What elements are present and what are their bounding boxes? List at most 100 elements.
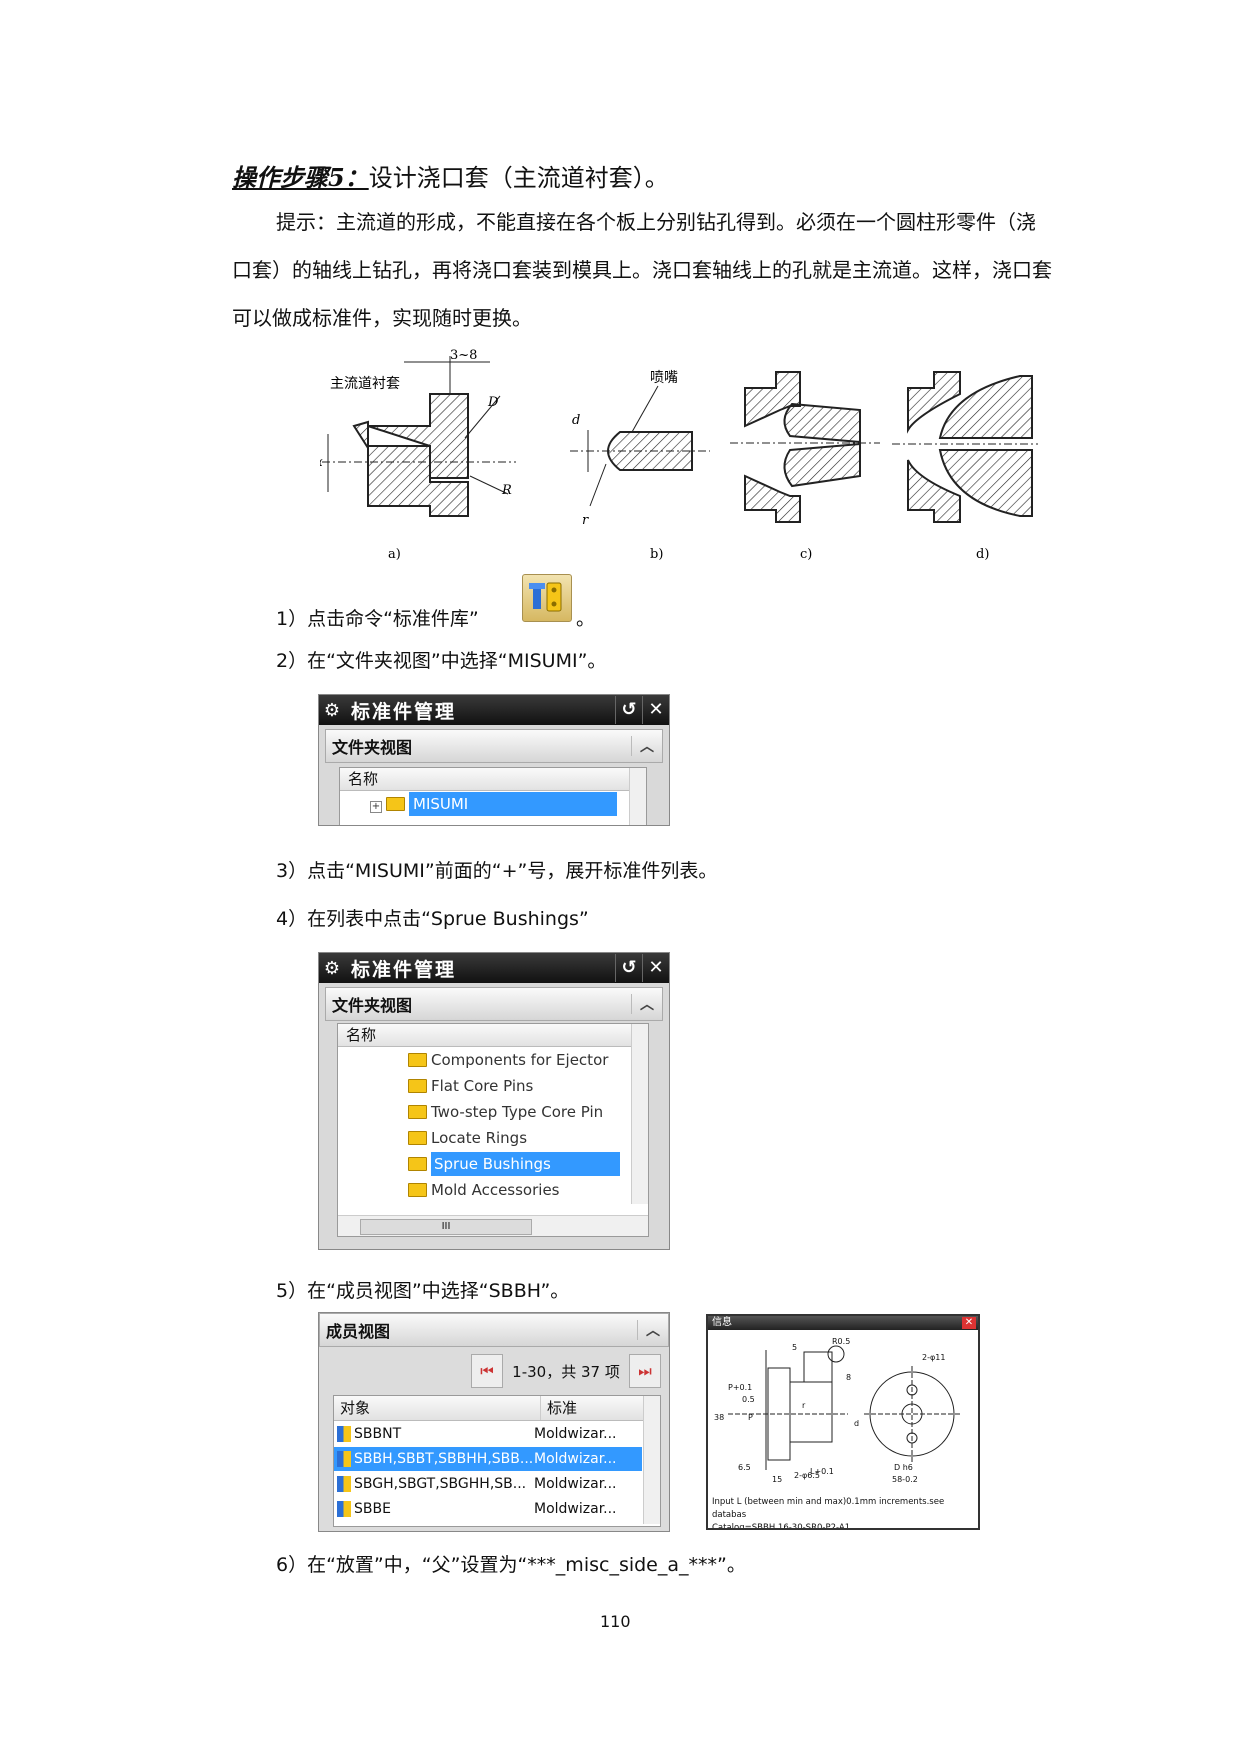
chevron-up-icon[interactable]: ︿ [631, 994, 662, 1014]
dim-label: 58-0.2 [892, 1475, 918, 1484]
caption-c: c) [800, 547, 812, 562]
tree-item-label: Components for Ejector [431, 1051, 609, 1069]
object-cell: SBBE [354, 1501, 391, 1517]
info-window: 信息 ✕ R0.5 5 2-φ11 P+0.1 0.5 38 P r 8 [706, 1314, 980, 1530]
object-cell: SBBH,SBBT,SBBHH,SBB... [354, 1451, 534, 1467]
scroll-thumb[interactable]: III [360, 1219, 532, 1235]
tree-item-sprue-bushings[interactable]: Sprue Bushings [408, 1152, 620, 1176]
dim-label: R0.5 [832, 1337, 850, 1346]
first-page-icon[interactable]: ⏮ [471, 1354, 503, 1388]
standard-cell: Moldwizar... [534, 1451, 617, 1467]
standard-library-icon[interactable] [522, 574, 572, 622]
bushing-flange-bottom [367, 445, 469, 517]
member-table: 对象 标准 SBBNT Moldwizar... SBBH,SBBT,SBBHH… [333, 1395, 661, 1527]
folder-icon [408, 1104, 427, 1119]
gear-icon[interactable]: ⚙ [323, 957, 341, 979]
c-nozzle-bottom [783, 442, 861, 488]
folder-view-label: 文件夹视图 [332, 738, 413, 757]
step-6: 6）在“放置”中，“父”设置为“***_misc_side_a_***”。 [276, 1554, 746, 1576]
vertical-scrollbar[interactable] [643, 1396, 660, 1524]
part-icon [337, 1426, 351, 1442]
reset-icon[interactable]: ↺ [615, 954, 642, 982]
table-row-selected[interactable]: SBBH,SBBT,SBBHH,SBB... Moldwizar... [334, 1447, 642, 1471]
dim-label: 2-φ6.5 [794, 1471, 820, 1480]
table-row[interactable]: SBGH,SBGT,SBGHH,SB... Moldwizar... [334, 1472, 642, 1496]
caption-b: b) [650, 547, 663, 562]
table-row[interactable]: SBBNT Moldwizar... [334, 1422, 642, 1446]
folder-icon [408, 1078, 427, 1093]
tree-item[interactable]: Locate Rings [408, 1126, 527, 1150]
part-icon [337, 1451, 351, 1467]
d-nozzle-bottom [938, 449, 1033, 517]
panel1-titlebar: ⚙ 标准件管理 ↺ ✕ [319, 695, 669, 725]
dim-label: 6.5 [738, 1463, 751, 1472]
info-line-1: Input L (between min and max)0.1mm incre… [712, 1497, 945, 1520]
table-row[interactable]: SBBE Moldwizar... [334, 1497, 642, 1521]
horizontal-scrollbar[interactable]: III [338, 1215, 648, 1236]
d-label: d [572, 413, 580, 428]
close-icon[interactable]: ✕ [642, 696, 669, 724]
step-1-end: 。 [576, 608, 596, 630]
member-view-label: 成员视图 [326, 1322, 391, 1341]
dim-label: r [802, 1401, 806, 1410]
standard-part-manager-panel-1: ⚙ 标准件管理 ↺ ✕ 文件夹视图 ︿ 名称 +MISUMI [318, 694, 670, 826]
step-4: 4）在列表中点击“Sprue Bushings” [276, 908, 589, 930]
step-2: 2）在“文件夹视图”中选择“MISUMI”。 [276, 650, 607, 672]
gear-icon[interactable]: ⚙ [323, 699, 341, 721]
member-view-header[interactable]: 成员视图 ︿ [319, 1313, 669, 1347]
folder-icon [408, 1130, 427, 1145]
name-column-header: 名称 [338, 1024, 648, 1047]
standard-cell: Moldwizar... [534, 1476, 617, 1492]
folder-icon [408, 1182, 427, 1197]
step-1: 1）点击命令“标准件库” [276, 604, 479, 631]
dim-label: P+0.1 [728, 1383, 752, 1392]
sprue-bushing-figure: 3~8 主流道衬套 D α R a) 喷嘴 d r b) c) d) [320, 348, 1038, 562]
tree-item-label: Locate Rings [431, 1129, 528, 1147]
tree-row-misumi[interactable]: + MISUMI [370, 792, 630, 816]
close-icon[interactable]: ✕ [642, 954, 669, 982]
hint-paragraph: 提示：主流道的形成，不能直接在各个板上分别钻孔得到。必须在一个圆柱形零件（浇口套… [232, 210, 1052, 330]
tree-item[interactable]: Components for Ejector [408, 1048, 608, 1072]
d-nozzle-top [938, 375, 1033, 439]
dim-label: d [854, 1419, 859, 1428]
dim-label: L+0.1 [810, 1467, 834, 1476]
vertical-scrollbar[interactable] [631, 1024, 648, 1204]
chevron-up-icon[interactable]: ︿ [637, 1320, 668, 1340]
bushing-end-top [352, 420, 369, 452]
reset-icon[interactable]: ↺ [615, 696, 642, 724]
object-cell: SBGH,SBGT,SBGHH,SB... [354, 1476, 527, 1492]
dim-label: D h6 [894, 1463, 913, 1472]
tree-item-label: Two-step Type Core Pin [431, 1103, 604, 1121]
standard-cell: Moldwizar... [534, 1501, 617, 1517]
step-5: 5）在“成员视图”中选择“SBBH”。 [276, 1280, 570, 1302]
object-column-header: 对象 [334, 1396, 541, 1420]
bushing-label: 主流道衬套 [330, 376, 400, 392]
scrollbar[interactable] [629, 768, 646, 825]
folder-view-header[interactable]: 文件夹视图 ︿ [325, 987, 663, 1021]
last-page-icon[interactable]: ⏭ [629, 1354, 661, 1388]
expand-plus-icon[interactable]: + [370, 801, 382, 813]
dim-label: 8 [846, 1373, 851, 1382]
dim-label: 38 [714, 1413, 724, 1422]
pager-text: 1-30，共 37 项 [512, 1362, 620, 1381]
tree-item[interactable]: Two-step Type Core Pin [408, 1100, 603, 1124]
folder-tree: 名称 Components for Ejector Flat Core Pins… [337, 1023, 649, 1237]
page-number: 110 [600, 1612, 631, 1631]
part-icon [337, 1476, 351, 1492]
dim-label: 2-φ11 [922, 1353, 945, 1362]
folder-icon [386, 796, 405, 811]
close-icon[interactable]: ✕ [962, 1317, 976, 1329]
tree-item[interactable]: Mold Accessories [408, 1178, 559, 1202]
folder-tree: 名称 +MISUMI [339, 767, 647, 825]
folder-view-label: 文件夹视图 [332, 996, 413, 1015]
misumi-item[interactable]: MISUMI [409, 792, 617, 816]
tree-item-label: Sprue Bushings [431, 1152, 620, 1176]
tree-item[interactable]: Flat Core Pins [408, 1074, 533, 1098]
step-title: 设计浇口套（主流道衬套）。 [368, 164, 669, 192]
caption-a: a) [388, 547, 401, 562]
info-line-2: Catalog=SBBH 16-30-SR0-P2-A1 [712, 1523, 851, 1530]
d-plate-bottom [907, 459, 961, 523]
folder-view-header[interactable]: 文件夹视图 ︿ [325, 729, 663, 763]
chevron-up-icon[interactable]: ︿ [631, 736, 662, 756]
D-label: D [487, 395, 499, 410]
